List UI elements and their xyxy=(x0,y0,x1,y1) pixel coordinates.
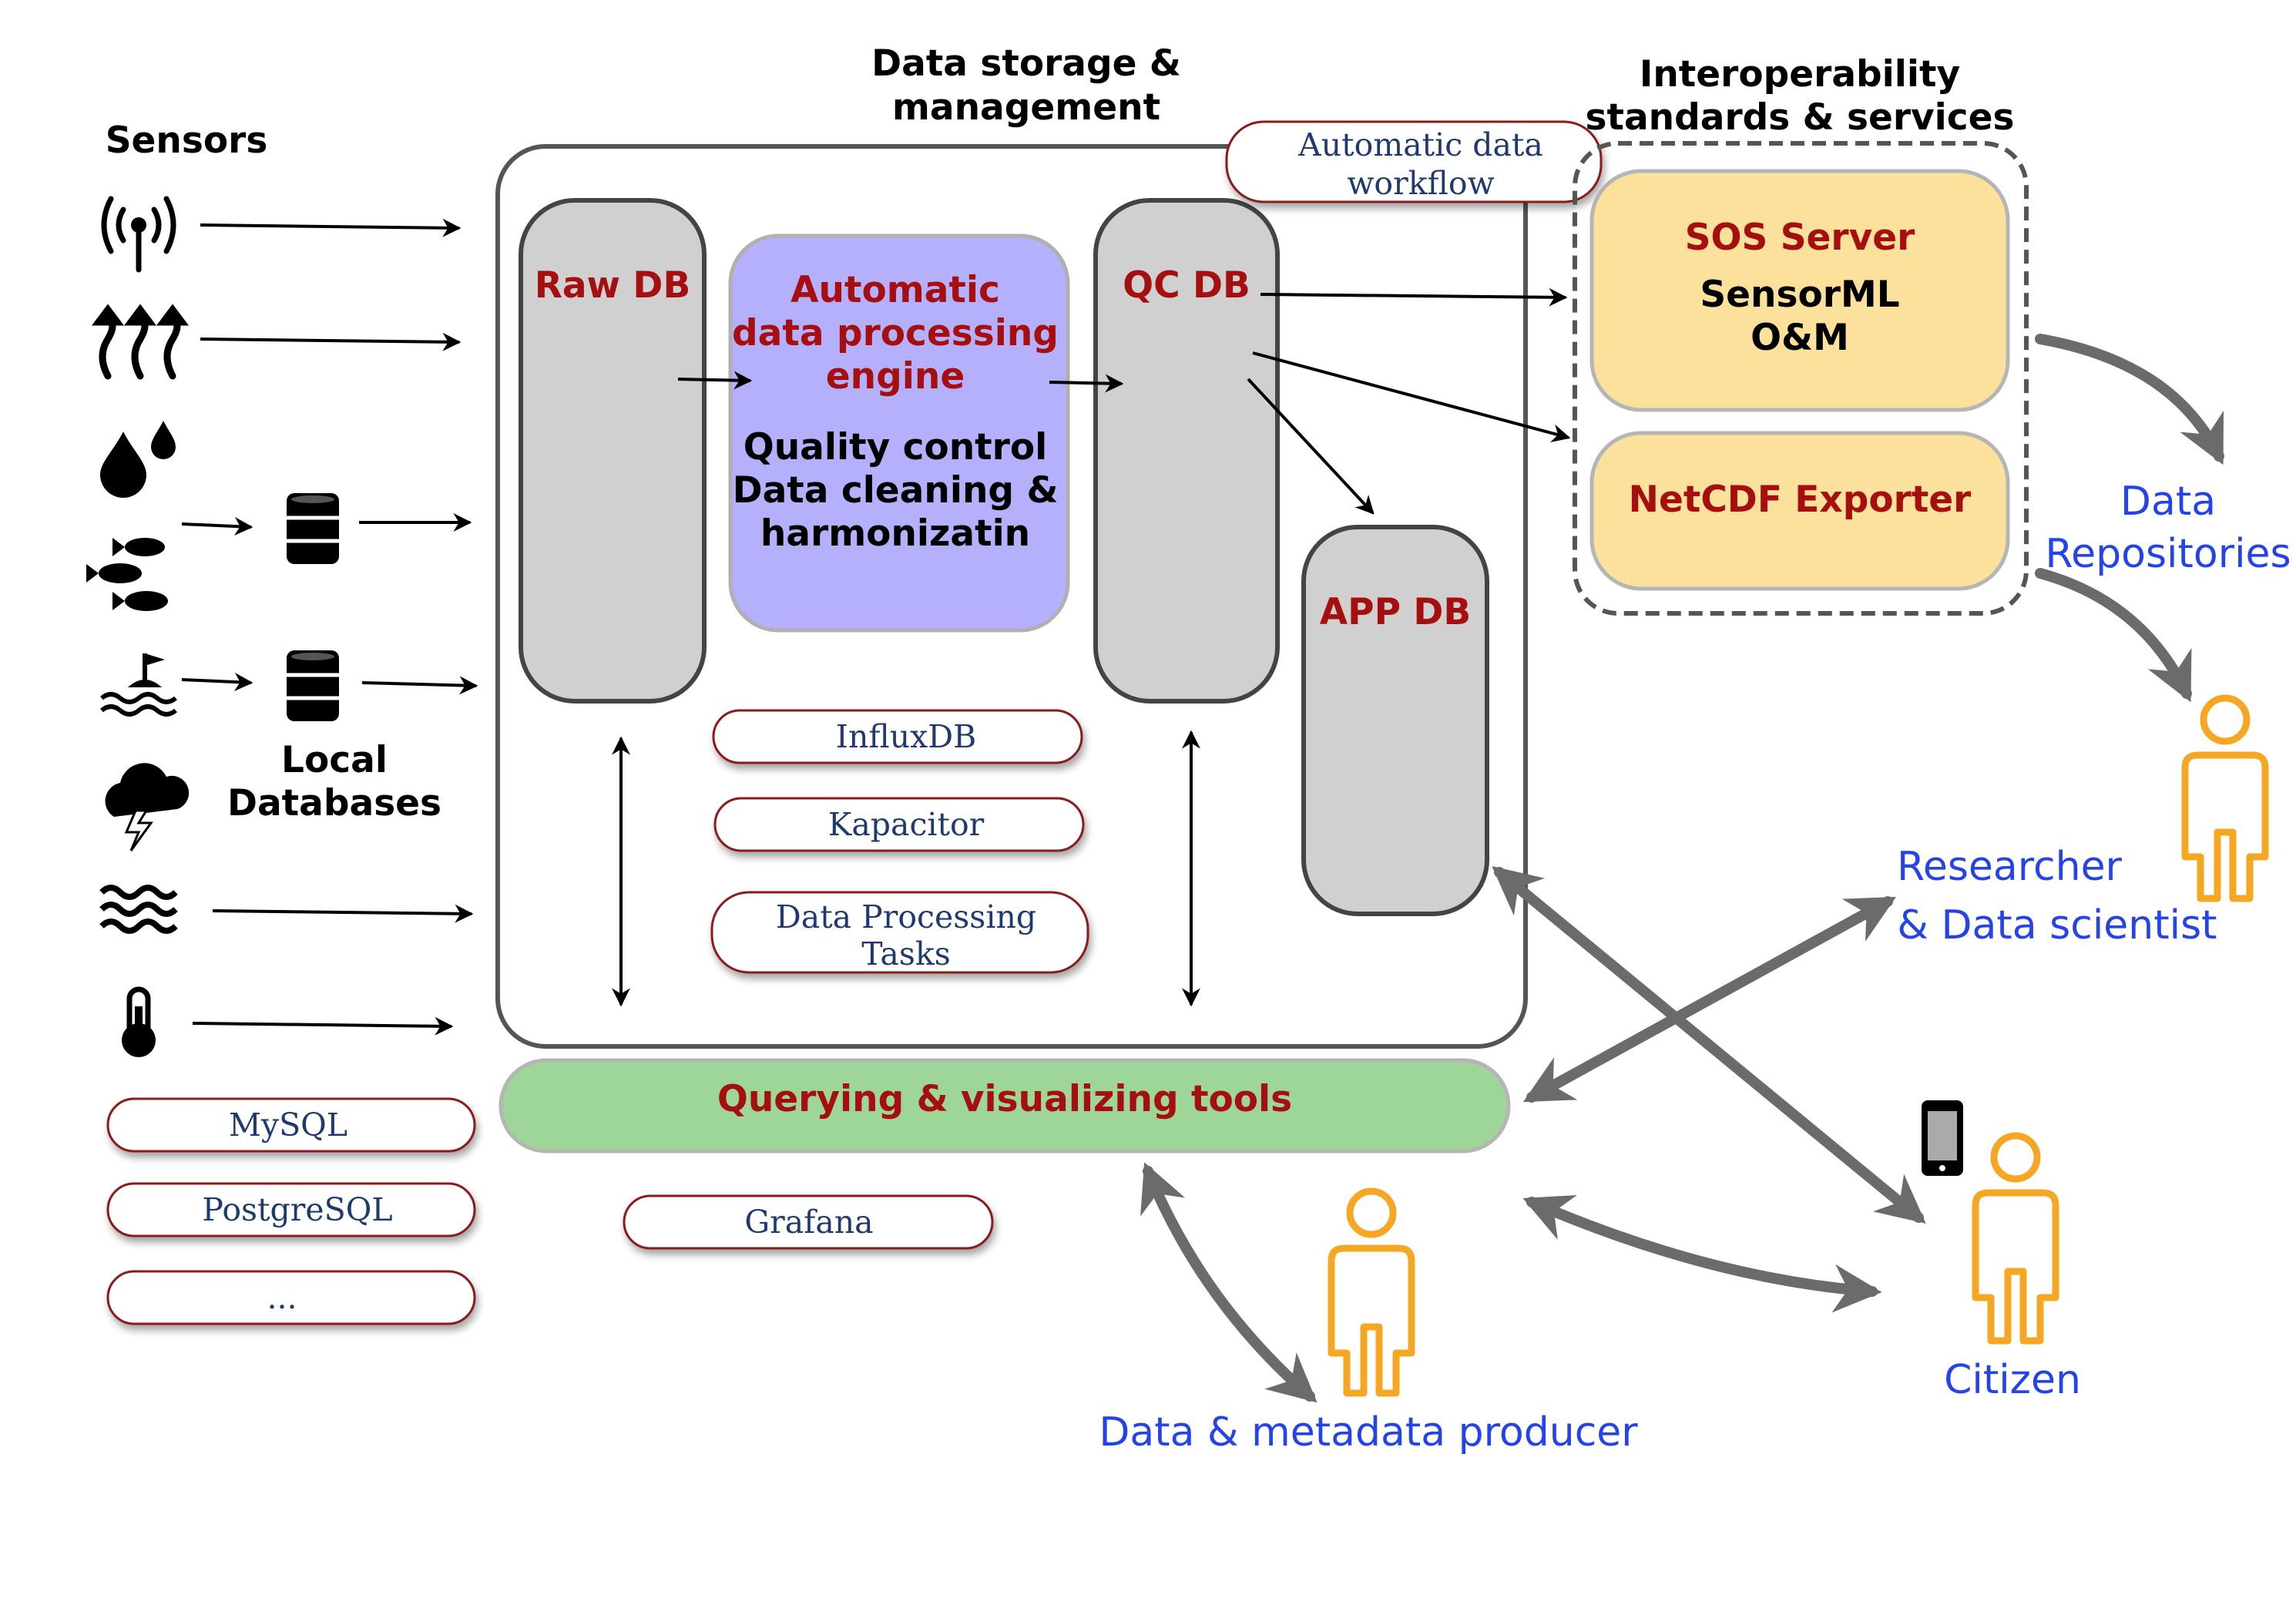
processing-engine[interactable] xyxy=(728,233,1070,633)
sos-server-box[interactable] xyxy=(1589,169,2010,412)
local-databases-line2: Databases xyxy=(227,782,441,824)
more-databases-label: ... xyxy=(267,1279,297,1316)
grafana-label: Grafana xyxy=(744,1204,873,1241)
water-drops-icon xyxy=(100,421,176,498)
kapacitor-tag: Kapacitor xyxy=(713,797,1085,852)
workflow-tag-line1: Automatic data xyxy=(1297,126,1543,163)
sensors-header: Sensors xyxy=(106,119,268,162)
researcher-line1: Researcher xyxy=(1897,844,2123,890)
mysql-label: MySQL xyxy=(229,1107,347,1143)
interop-container xyxy=(1573,141,2029,616)
researcher-person-icon xyxy=(2181,694,2269,902)
engine-body-line2: Data cleaning & xyxy=(733,469,1059,512)
antenna-icon xyxy=(101,196,176,273)
app-db[interactable] xyxy=(1301,525,1489,916)
kapacitor-label: Kapacitor xyxy=(828,806,985,843)
postgresql-label: PostgreSQL xyxy=(202,1191,392,1228)
query-tools-label: Querying & visualizing tools xyxy=(717,1078,1292,1120)
sensor-input-arrows xyxy=(181,218,478,1036)
local-db-icon-1 xyxy=(287,493,339,564)
qc-db[interactable] xyxy=(1093,198,1280,704)
storm-cloud-icon xyxy=(105,763,190,851)
data-processing-tasks-tag: Data Processing Tasks xyxy=(710,891,1089,974)
netcdf-exporter-box[interactable] xyxy=(1589,431,2010,591)
workflow-tag: Automatic data workflow xyxy=(1225,120,1603,203)
storage-container xyxy=(495,144,1528,1049)
interop-header-line2: standards & services xyxy=(1586,96,2015,139)
engine-title-line2: data processing xyxy=(732,312,1059,354)
producer-label: Data & metadata producer xyxy=(1099,1409,1638,1456)
interop-header-line1: Interoperability xyxy=(1640,53,1960,96)
engine-title-line1: Automatic xyxy=(791,269,1000,311)
local-db-icon-2 xyxy=(287,650,339,721)
citizen-label: Citizen xyxy=(1944,1357,2081,1403)
qc-db-label: QC DB xyxy=(1123,264,1250,307)
storage-header-line1: Data storage & xyxy=(871,42,1181,85)
citizen-person-icon xyxy=(1972,1132,2059,1345)
app-db-label: APP DB xyxy=(1320,591,1471,633)
engine-body-line3: harmonizatin xyxy=(760,512,1030,555)
heat-waves-icon xyxy=(92,304,189,380)
consumer-flow-arrows xyxy=(1140,334,2224,1403)
tasks-label-line1: Data Processing xyxy=(776,898,1036,935)
researcher-line2: & Data scientist xyxy=(1897,902,2217,949)
local-databases-line1: Local xyxy=(281,739,388,781)
pipeline-arrows xyxy=(612,287,1571,1007)
postgresql-tag: PostgreSQL xyxy=(106,1182,476,1237)
workflow-tag-line2: workflow xyxy=(1347,165,1494,202)
raw-db[interactable] xyxy=(519,198,707,704)
fish-icon xyxy=(86,538,168,611)
mysql-tag: MySQL xyxy=(106,1097,476,1153)
sos-server-title: SOS Server xyxy=(1685,217,1915,259)
grafana-tag: Grafana xyxy=(623,1194,994,1250)
engine-title-line3: engine xyxy=(826,355,965,398)
sos-server-line2: O&M xyxy=(1751,317,1849,359)
engine-body-line1: Quality control xyxy=(744,426,1047,468)
influxdb-tag: InfluxDB xyxy=(712,709,1083,764)
producer-person-icon xyxy=(1328,1187,1415,1397)
influxdb-label: InfluxDB xyxy=(836,718,976,755)
tasks-label-line2: Tasks xyxy=(861,935,951,972)
data-repositories-line1: Data xyxy=(2120,479,2216,525)
data-repositories-line2: Repositories xyxy=(2045,531,2291,577)
waves-icon xyxy=(99,885,178,934)
raw-db-label: Raw DB xyxy=(535,264,691,307)
sos-server-line1: SensorML xyxy=(1700,274,1899,316)
storage-header-line2: management xyxy=(892,86,1160,129)
thermometer-icon xyxy=(122,986,156,1057)
more-databases-tag: ... xyxy=(106,1270,476,1325)
smartphone-icon xyxy=(1922,1100,1963,1176)
netcdf-exporter-label: NetCDF Exporter xyxy=(1629,479,1972,521)
sea-buoy-icon xyxy=(100,653,177,717)
